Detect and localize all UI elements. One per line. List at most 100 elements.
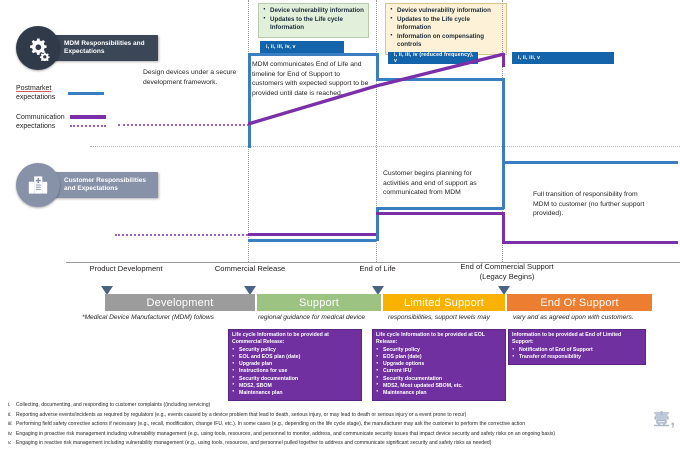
milestone-marker-2	[372, 286, 384, 295]
roman-badge-1: i, ii, iii, iv (reduced frequency), v	[388, 52, 478, 64]
customer-note-planning: Customer begins planning for activities …	[383, 170, 477, 197]
legend-communication: Communication expectations	[16, 113, 116, 131]
footnote-0-text: Collecting, documenting, and responding …	[16, 402, 211, 408]
phase-note-3: vary and as agreed upon with customers.	[513, 314, 634, 321]
legend-postmarket-label-line1: Postmarket	[16, 85, 52, 92]
info-box-1-item-2: Upgrade options	[376, 360, 502, 368]
milestone-1-line1: Commercial Release	[214, 264, 286, 273]
mdm-role-badge: MDM Responsibilities and Expectations	[16, 26, 158, 70]
info-box-eol-release: Life cycle Information to be provided at…	[372, 329, 506, 401]
customer-communication-segment-eos	[502, 241, 678, 244]
legend-communication-label-line2: expectations	[16, 123, 56, 130]
info-box-0-item-0: Security policy	[232, 346, 358, 354]
customer-role-badge: Customer Responsibilities and Expectatio…	[16, 163, 158, 207]
info-box-end-limited-support: Information to be provided at End of Lim…	[508, 329, 646, 366]
footnote-3-num: iv.	[8, 430, 13, 437]
footnote-row: i. Collecting, documenting, and respondi…	[0, 402, 680, 409]
customer-communication-segment-limited	[376, 212, 504, 215]
footnote-0-num: i.	[8, 402, 11, 408]
postmarket-line-segment-eos	[502, 161, 678, 164]
callout-green: Device vulnerability information Updates…	[258, 3, 369, 38]
footnote-3-text: Engaging in proactive risk management in…	[16, 430, 556, 437]
phase-end-of-support[interactable]: End Of Support	[507, 294, 652, 311]
legend-swatch-communication-solid	[70, 115, 106, 119]
postmarket-line-riser-eol-top	[376, 53, 379, 80]
customer-postmarket-segment-limited	[376, 207, 504, 210]
info-box-0-title: Life cycle Information to be provided at…	[232, 332, 329, 346]
footnote-row: iv. Engaging in proactive risk managemen…	[0, 431, 680, 438]
customer-role-label: Customer Responsibilities and Expectatio…	[44, 172, 158, 198]
footnote-4-num: v.	[8, 440, 12, 447]
info-box-commercial-release: Life cycle Information to be provided at…	[228, 329, 362, 401]
footnote-1-num: ii.	[8, 411, 12, 418]
phase-note-0: *Medical Device Manufacturer (MDM) follo…	[82, 314, 214, 321]
customer-communication-dotted	[115, 234, 248, 236]
info-box-1-item-4: Security documentation	[376, 374, 502, 383]
milestone-label-2: End of Life	[330, 264, 425, 274]
customer-communication-riser-ecs	[502, 212, 505, 244]
info-box-1-item-0: Security policy	[376, 346, 502, 354]
customer-postmarket-segment-support	[248, 239, 376, 242]
milestone-label-1: Commercial Release	[190, 264, 310, 274]
milestone-label-0: Product Development	[66, 264, 186, 274]
callout-green-item-1: Updates to the Life cycle Information	[262, 15, 364, 32]
timeline-axis	[66, 262, 680, 263]
milestone-0-line1: Product Development	[89, 264, 163, 273]
postmarket-line-segment-support	[248, 53, 376, 56]
phase-limited-support[interactable]: Limited Support	[383, 294, 505, 311]
info-box-1-item-3: Current IFU	[376, 367, 502, 375]
postmarket-line-riser-release	[248, 53, 251, 148]
footnote-row: iii. Performing field safety corrective …	[0, 421, 680, 428]
footnote-row: ii. Reporting adverse events/incidents a…	[0, 412, 680, 419]
milestone-3-line2: (Legacy Begins)	[479, 271, 535, 281]
gears-icon	[16, 26, 60, 70]
milestone-label-3: End of Commercial Support (Legacy Begins…	[440, 262, 574, 281]
info-box-1-item-1: EOS plan (date)	[376, 353, 502, 361]
swimlane-divider	[90, 146, 680, 147]
footnote-4-text: Engaging in reactive risk management inc…	[16, 440, 492, 447]
info-box-1-title: Life cycle Information to be provided at…	[376, 332, 485, 346]
milestone-3-line1: End of Commercial Support	[460, 262, 554, 271]
callout-cream: Device vulnerability information Updates…	[385, 3, 507, 55]
info-box-2-item-0: Notification of End of Support	[512, 346, 642, 354]
customer-communication-segment-support	[248, 233, 376, 236]
customer-postmarket-riser-ecs	[502, 164, 505, 209]
info-box-0-item-3: Instructions for use	[232, 367, 358, 375]
legend-swatch-postmarket	[68, 91, 104, 95]
guide-end-of-life	[376, 0, 377, 262]
roman-badge-2: i, ii, iii, v	[512, 52, 614, 64]
phase-support[interactable]: Support	[257, 294, 381, 311]
milestone-marker-3	[498, 286, 510, 295]
legend-communication-label-line1: Communication	[16, 114, 65, 121]
callout-green-item-0: Device vulnerability information	[262, 6, 364, 15]
info-box-0-item-2: Upgrade plan	[232, 360, 358, 368]
callout-cream-item-2: Information on compensating controls	[389, 32, 502, 49]
roman-badge-0: i, ii, iii, iv, v	[260, 41, 344, 53]
legend-postmarket: Postmarket expectations	[16, 84, 108, 102]
footnote-row: v. Engaging in reactive risk management …	[0, 440, 680, 447]
mdm-role-label: MDM Responsibilities and Expectations	[44, 35, 158, 61]
hospital-icon	[16, 163, 60, 207]
postmarket-line-riser-ecs	[502, 78, 505, 163]
footnote-2-num: iii.	[8, 421, 13, 428]
callout-cream-item-1: Updates to the Life cycle Information	[389, 15, 502, 32]
callout-cream-item-0: Device vulnerability information	[389, 6, 502, 15]
footnote-1-text: Reporting adverse events/incidents as re…	[16, 411, 467, 418]
legend-postmarket-label-line2: expectations	[16, 94, 56, 101]
milestone-2-line1: End of Life	[359, 264, 396, 273]
info-box-1-item-6: Maintenance plan	[376, 388, 502, 397]
customer-note-transition: Full transition of responsibility from M…	[533, 191, 645, 218]
footnote-2-text: Performing field safety corrective actio…	[16, 421, 526, 428]
info-box-2-title: Information to be provided at End of Lim…	[512, 332, 622, 346]
communication-ramp	[248, 52, 505, 126]
info-box-2-item-1: Transfer of responsibility	[512, 353, 642, 361]
phase-development[interactable]: Development	[105, 294, 255, 311]
legend-swatch-communication-dotted	[70, 124, 106, 127]
communication-riser-ecs	[502, 53, 505, 67]
info-box-0-item-1: EOL and EOS plan (date)	[232, 353, 358, 361]
mdm-note-design: Design devices under a secure developmen…	[143, 69, 237, 86]
info-box-1-item-5: MDS2, Most updated SBOM, etc.	[376, 381, 502, 390]
info-box-0-item-4: Security documentation	[232, 374, 358, 383]
communication-dotted-predev	[118, 124, 249, 126]
milestone-marker-1	[244, 286, 256, 295]
